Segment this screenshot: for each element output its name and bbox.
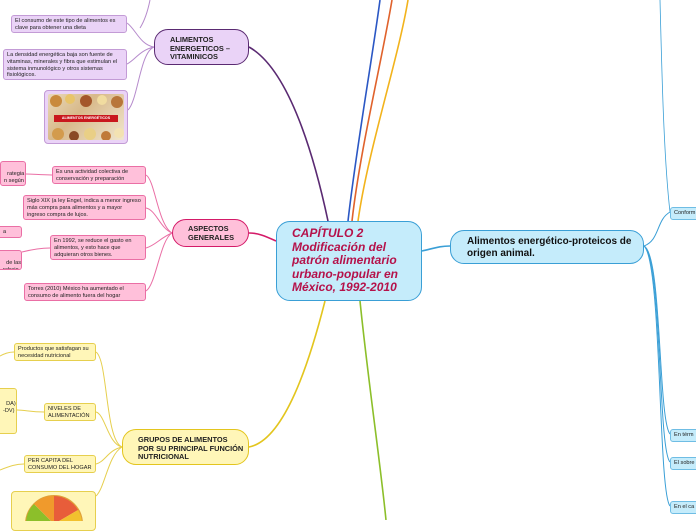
aspects-leaf-3[interactable]: En 1992, se reduce el gasto en alimentos…: [50, 235, 146, 260]
aspects-leaf-2-text: Siglo XIX (a ley Engel, indica a menor i…: [27, 198, 141, 218]
energy-foods-image[interactable]: ALIMENTOS ENERGÉTICOS: [44, 90, 128, 144]
energy-leaf-1-text: El consumo de este tipo de alimentos es …: [15, 18, 116, 31]
aspects-leaf-2[interactable]: Siglo XIX (a ley Engel, indica a menor i…: [23, 195, 146, 220]
topic-food-groups[interactable]: GRUPOS DE ALIMENTOS POR SU PRINCIPAL FUN…: [122, 429, 249, 465]
topic-general-aspects[interactable]: ASPECTOS GENERALES: [172, 219, 249, 247]
aspects-leaf-4[interactable]: Torres (2010) México ha aumentado el con…: [24, 283, 146, 301]
right-leaf-1-text: Conform: [674, 210, 696, 216]
right-leaf-4[interactable]: En el ca: [670, 501, 696, 514]
right-leaf-4-text: En el ca: [674, 504, 695, 510]
aspects-leaf-3-text: En 1992, se reduce el gasto en alimentos…: [54, 238, 132, 258]
topic-energy-foods[interactable]: ALIMENTOS ENERGETICOS – VITAMINICOS: [154, 29, 249, 65]
aspects-leaf-1[interactable]: Es una actividad colectiva de conservaci…: [52, 166, 146, 184]
aspects-subleaf-2-text: a: [3, 229, 7, 235]
energy-foods-photo: ALIMENTOS ENERGÉTICOS: [48, 94, 124, 140]
right-leaf-2-text: En térm: [674, 432, 694, 438]
aspects-subleaf-1[interactable]: rategia n según as: [0, 161, 26, 186]
right-leaf-3-text: El sobre: [674, 460, 695, 466]
groups-leaf-1-text: Productos que satisfagan su necesidad nu…: [18, 346, 89, 359]
groups-leaf-3-text: PER CAPITA DEL CONSUMO DEL HOGAR: [28, 458, 92, 471]
right-leaf-3[interactable]: El sobre: [670, 457, 696, 470]
topic-general-aspects-label: ASPECTOS GENERALES: [188, 224, 234, 242]
energy-leaf-2-text: La densidad energética baja son fuente d…: [7, 52, 118, 79]
energy-leaf-2[interactable]: La densidad energética baja son fuente d…: [3, 49, 127, 80]
topic-animal-foods-label: Alimentos energético-proteicos de origen…: [467, 236, 632, 259]
aspects-subleaf-1-text: rategia n según as: [4, 170, 25, 185]
topic-animal-foods[interactable]: Alimentos energético-proteicos de origen…: [450, 230, 644, 264]
connector-lines: [0, 0, 671, 520]
central-topic[interactable]: CAPÍTULO 2 Modificación del patrón alime…: [276, 221, 422, 301]
groups-leaf-2-text: NIVELES DE ALIMENTACIÓN: [48, 406, 90, 419]
topic-energy-foods-label: ALIMENTOS ENERGETICOS – VITAMINICOS: [170, 35, 230, 62]
aspects-subleaf-2[interactable]: a: [0, 226, 22, 238]
groups-leaf-2[interactable]: NIVELES DE ALIMENTACIÓN: [44, 403, 96, 421]
aspects-leaf-1-text: Es una actividad colectiva de conservaci…: [56, 169, 129, 182]
aspects-leaf-4-text: Torres (2010) México ha aumentado el con…: [28, 286, 124, 299]
groups-subleaf-1[interactable]: DA). -DV): [0, 388, 17, 434]
groups-leaf-1[interactable]: Productos que satisfagan su necesidad nu…: [14, 343, 96, 361]
right-leaf-2[interactable]: En térm: [670, 429, 696, 442]
food-plate-icon: [25, 495, 83, 530]
groups-subleaf-1-text: DA). -DV): [3, 400, 17, 414]
aspects-subleaf-3-text: de las rabajo: [3, 259, 22, 270]
energy-foods-banner: ALIMENTOS ENERGÉTICOS: [54, 115, 118, 122]
groups-leaf-3[interactable]: PER CAPITA DEL CONSUMO DEL HOGAR: [24, 455, 96, 473]
energy-leaf-1[interactable]: El consumo de este tipo de alimentos es …: [11, 15, 127, 33]
topic-food-groups-label: GRUPOS DE ALIMENTOS POR SU PRINCIPAL FUN…: [138, 435, 244, 462]
central-topic-label: CAPÍTULO 2 Modificación del patrón alime…: [292, 226, 398, 294]
aspects-subleaf-3[interactable]: de las rabajo: [0, 250, 22, 270]
right-leaf-1[interactable]: Conform: [670, 207, 696, 220]
food-pyramid-image[interactable]: [11, 491, 96, 531]
